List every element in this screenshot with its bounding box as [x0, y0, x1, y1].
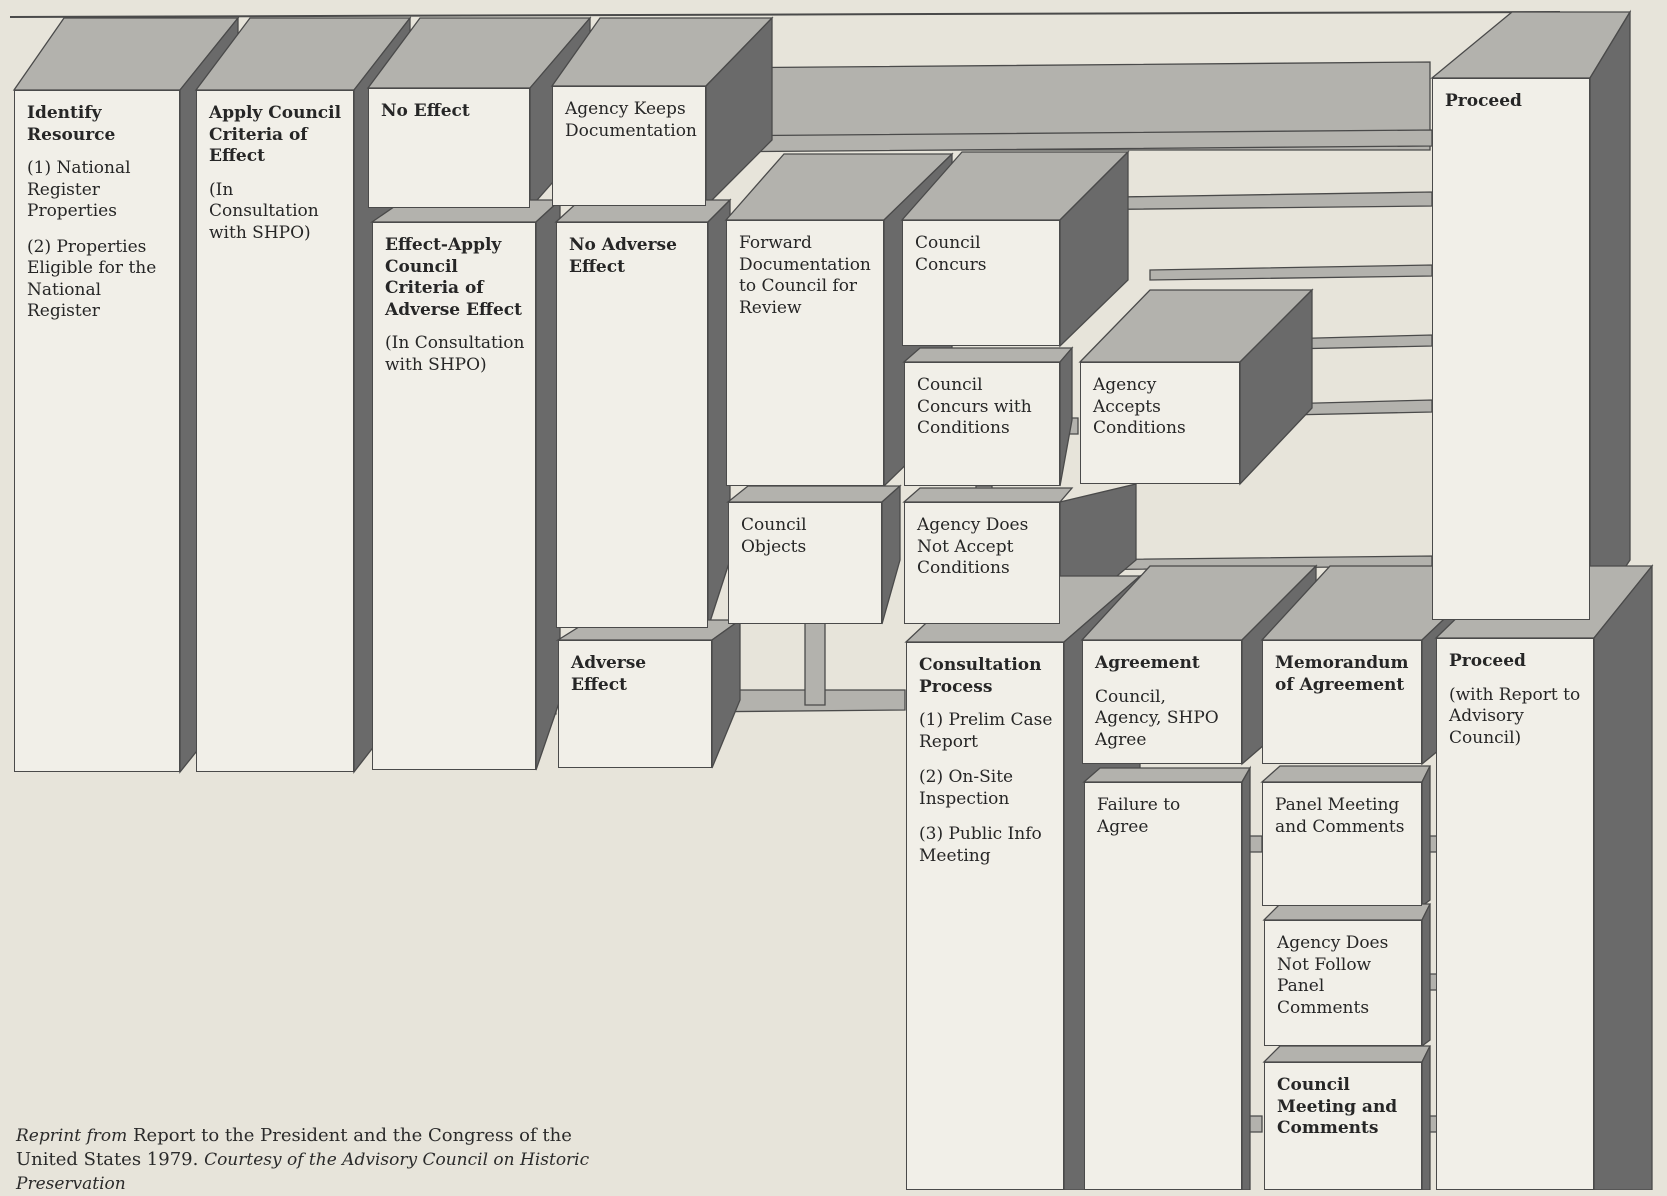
box-agency-accepts-conditions: Agency Accepts Conditions: [1080, 362, 1240, 484]
box-title: Agency Does Not Follow Panel Comments: [1277, 933, 1389, 1018]
box-consultation-process: Consultation Process (1) Prelim Case Rep…: [906, 642, 1064, 1190]
box-agency-not-follow-panel: Agency Does Not Follow Panel Comments: [1264, 920, 1422, 1046]
box-title: No Effect: [381, 101, 470, 121]
box-title: Effect-Apply Council Criteria of Adverse…: [385, 235, 522, 320]
proceedtop-side: [1589, 9, 1631, 623]
box-item: (1) National Register Properties: [27, 158, 131, 221]
box-title: Council Meeting and Comments: [1277, 1075, 1398, 1138]
box-title: Council Concurs: [915, 233, 987, 275]
adverse-side: [711, 618, 741, 769]
box-title: Proceed: [1449, 651, 1526, 671]
box-item: (1) Prelim Case Report: [919, 710, 1053, 752]
box-body: (In Consultation with SHPO): [385, 333, 525, 375]
box-title: Proceed: [1445, 91, 1522, 111]
box-title: Adverse Effect: [571, 653, 647, 695]
box-title: No Adverse Effect: [569, 235, 677, 277]
box-agency-keeps-documentation: Agency Keeps Documentation: [552, 86, 706, 206]
box-title: Council Concurs with Conditions: [917, 375, 1032, 438]
box-body: Council, Agency, SHPO Agree: [1095, 686, 1219, 750]
box-title: Identify Resource: [27, 103, 116, 145]
beam-bottom-vertical: [804, 619, 826, 706]
box-no-adverse-effect: No Adverse Effect: [556, 222, 708, 628]
box-adverse-effect: Adverse Effect: [558, 640, 712, 768]
panel-top: [1260, 765, 1432, 783]
box-identify-resource: Identify Resource (1) National Register …: [14, 90, 180, 772]
agencykeeps-side: [705, 16, 773, 208]
notaccept-top: [902, 487, 1074, 503]
figure-caption: Reprint from Report to the President and…: [16, 1124, 606, 1196]
caption-credit: Courtesy of the Advisory Council on Hist…: [16, 1150, 590, 1194]
notfollow-top: [1262, 903, 1432, 921]
box-item: (2) Properties Eligible for the National…: [27, 236, 157, 322]
box-failure-to-agree: Failure to Agree: [1084, 782, 1242, 1190]
box-no-effect: No Effect: [368, 88, 530, 208]
box-title: Memorandum of Agreement: [1275, 653, 1409, 695]
box-agreement: Agreement Council, Agency, SHPO Agree: [1082, 640, 1242, 764]
box-apply-council-criteria: Apply Council Criteria of Effect (In Con…: [196, 90, 354, 772]
councilmeeting-top: [1262, 1045, 1432, 1063]
box-memorandum-of-agreement: Memorandum of Agreement: [1262, 640, 1422, 764]
caption-main: Report to the President and the Congress…: [16, 1125, 572, 1170]
box-forward-documentation: Forward Documentation to Council for Rev…: [726, 220, 884, 486]
councilmeeting-side: [1421, 1045, 1431, 1190]
box-body: (In Consultation with SHPO): [209, 179, 319, 243]
box-title: Apply Council Criteria of Effect: [209, 103, 342, 166]
box-proceed-with-report: Proceed (with Report to Advisory Council…: [1436, 638, 1594, 1190]
box-panel-meeting: Panel Meeting and Comments: [1262, 782, 1422, 906]
accepts-side: [1239, 288, 1313, 486]
box-title: Forward Documentation to Council for Rev…: [739, 233, 871, 318]
box-item: (2) On-Site Inspection: [919, 767, 1014, 809]
box-item: (3) Public Info Meeting: [919, 824, 1042, 866]
box-council-meeting: Council Meeting and Comments: [1264, 1062, 1422, 1190]
box-effect-apply-criteria: Effect-Apply Council Criteria of Adverse…: [372, 222, 536, 770]
box-title: Council Objects: [741, 515, 807, 557]
box-body: (with Report to Advisory Council): [1449, 684, 1581, 748]
box-title: Agreement: [1095, 653, 1200, 673]
box-proceed-top: Proceed: [1432, 78, 1590, 620]
box-title: Consultation Process: [919, 655, 1042, 697]
box-agency-does-not-accept: Agency Does Not Accept Conditions: [904, 502, 1060, 624]
box-council-concurs-with-conditions: Council Concurs with Conditions: [904, 362, 1060, 486]
failure-side: [1241, 765, 1251, 1190]
box-title: Panel Meeting and Comments: [1275, 795, 1405, 837]
box-council-concurs: Council Concurs: [902, 220, 1060, 346]
caption-lead: Reprint from: [16, 1126, 128, 1146]
objects-side: [881, 484, 901, 625]
concursconditions-side: [1059, 346, 1073, 487]
failure-top: [1082, 767, 1252, 783]
panel-side: [1421, 765, 1431, 908]
frame-top-line: [9, 11, 1561, 18]
concursconditions-top: [902, 347, 1074, 363]
box-title: Agency Accepts Conditions: [1093, 375, 1186, 438]
notfollow-side: [1421, 903, 1431, 1048]
connector-beams: [174, 61, 1443, 1133]
concurs-side: [1059, 150, 1129, 348]
box-extrusions: [12, 9, 1654, 1190]
box-council-objects: Council Objects: [728, 502, 882, 624]
box-title: Failure to Agree: [1097, 795, 1181, 837]
proceedreport-side: [1593, 564, 1653, 1190]
beam-proceed-3: [1149, 264, 1433, 281]
box-title: Agency Keeps Documentation: [565, 99, 697, 141]
box-title: Agency Does Not Accept Conditions: [917, 515, 1029, 578]
objects-top: [726, 485, 902, 503]
